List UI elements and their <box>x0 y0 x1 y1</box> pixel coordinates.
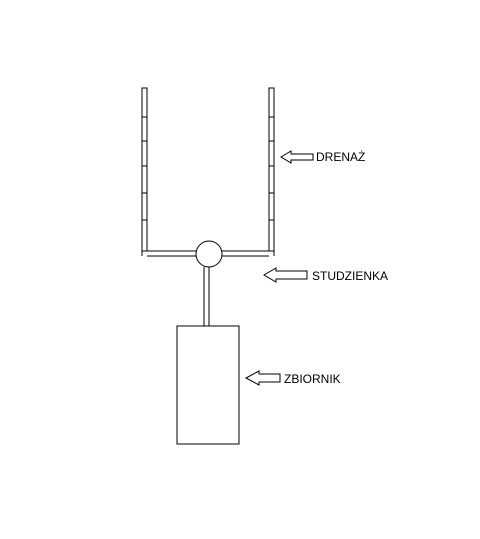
zbiornik-label: ZBIORNIK <box>284 372 341 386</box>
right-drain-pipe <box>268 87 275 252</box>
drenaz-arrow-icon <box>280 150 314 164</box>
studzienka-callout: STUDZIENKA <box>263 267 388 283</box>
zbiornik-arrow-icon <box>244 370 281 386</box>
studzienka-arrow-icon <box>263 267 308 283</box>
tank-inlet-pipe <box>203 267 210 326</box>
drenaz-callout: DRENAŻ <box>280 150 365 164</box>
left-drain-pipe-body <box>141 87 148 252</box>
studzienka-label: STUDZIENKA <box>312 269 388 283</box>
right-drain-pipe-body <box>268 87 275 252</box>
left-drain-pipe <box>141 87 148 252</box>
zbiornik-callout: ZBIORNIK <box>244 370 341 386</box>
tank-rectangle <box>176 325 240 445</box>
manhole-circle <box>195 240 223 268</box>
drenaz-label: DRENAŻ <box>316 150 365 164</box>
collector-pipe <box>141 250 275 257</box>
